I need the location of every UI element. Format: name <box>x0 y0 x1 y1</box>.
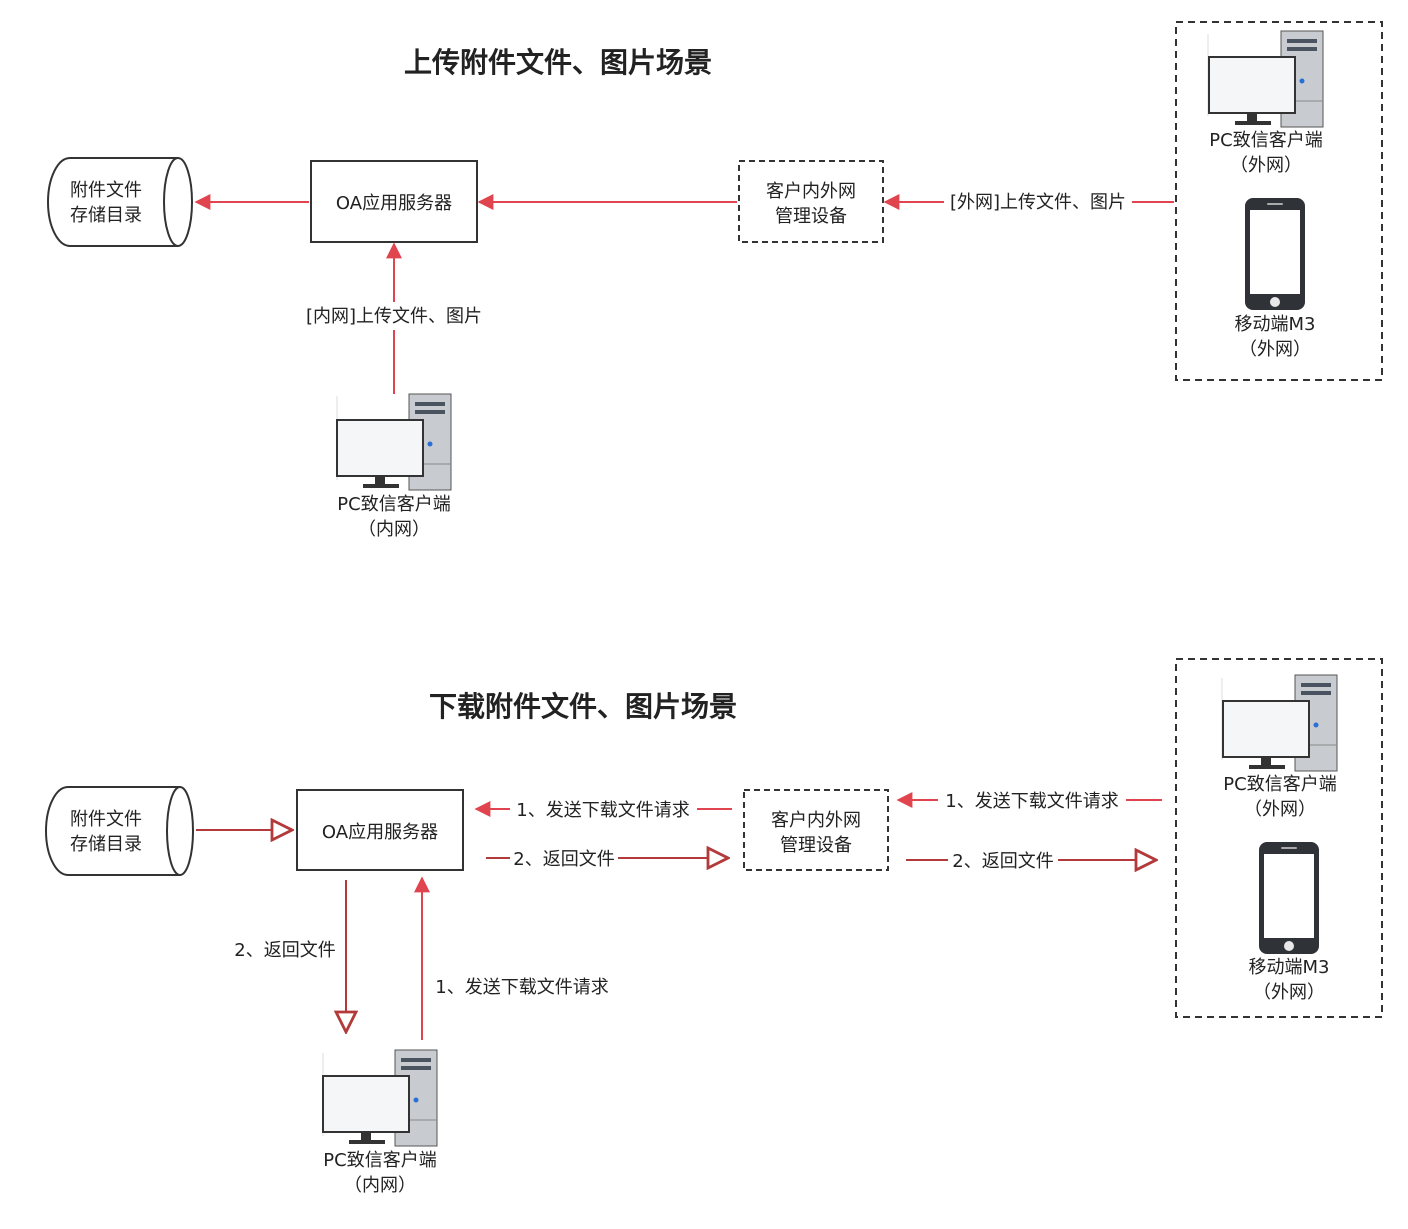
download-edge-return-label-2: 2、返回文件 <box>952 851 1053 872</box>
download-pc-external-icon <box>1222 674 1338 772</box>
download-oa-server: OA应用服务器 <box>296 789 464 871</box>
download-mobile-label-2: （外网） <box>1253 982 1325 1003</box>
upload-pc-internal-label-1: PC致信客户端 <box>337 494 450 515</box>
download-pc-internal-label-2: （内网） <box>344 1175 416 1196</box>
download-mobile-label-1: 移动端M3 <box>1249 957 1330 978</box>
upload-external-clients-group: PC致信客户端 （外网） 移动端M3 （外网） <box>1175 21 1383 381</box>
download-pc-internal-label-1: PC致信客户端 <box>323 1150 436 1171</box>
download-edge-request-label-2: 1、发送下载文件请求 <box>945 791 1118 812</box>
download-storage-cylinder: 附件文件 存储目录 <box>45 786 194 876</box>
upload-pc-external-label-1: PC致信客户端 <box>1209 130 1322 151</box>
download-edge-request-label-1: 1、发送下载文件请求 <box>516 800 689 821</box>
download-pc-internal: PC致信客户端 （内网） <box>322 1049 438 1196</box>
upload-oa-server: OA应用服务器 <box>310 160 478 243</box>
upload-edge-internal-label: [内网]上传文件、图片 <box>306 306 482 327</box>
download-edge-return-label-3: 2、返回文件 <box>234 940 335 961</box>
download-mobile-icon <box>1259 842 1319 954</box>
download-gateway-label-2: 管理设备 <box>780 835 852 856</box>
upload-gateway-label-1: 客户内外网 <box>766 181 856 202</box>
upload-storage-label-1: 附件文件 <box>70 180 142 201</box>
upload-mobile-label-2: （外网） <box>1239 339 1311 360</box>
upload-pc-external-icon <box>1208 30 1324 128</box>
upload-oa-server-label: OA应用服务器 <box>336 193 452 214</box>
upload-pc-internal-label-2: （内网） <box>358 519 430 540</box>
upload-storage-cylinder: 附件文件 存储目录 <box>47 157 193 247</box>
download-edge-return-label-1: 2、返回文件 <box>513 849 614 870</box>
upload-mobile-icon <box>1245 198 1305 310</box>
upload-edge-external-label: [外网]上传文件、图片 <box>950 192 1126 213</box>
download-edge-request-label-3: 1、发送下载文件请求 <box>435 977 608 998</box>
download-pc-external-label-1: PC致信客户端 <box>1223 774 1336 795</box>
upload-pc-internal: PC致信客户端 （内网） <box>336 393 452 540</box>
download-storage-label-1: 附件文件 <box>70 809 142 830</box>
download-gateway-label-1: 客户内外网 <box>771 810 861 831</box>
download-pc-internal-icon <box>322 1049 438 1147</box>
upload-storage-label-2: 存储目录 <box>70 205 142 226</box>
upload-title: 上传附件文件、图片场景 <box>404 46 712 79</box>
download-title: 下载附件文件、图片场景 <box>429 690 737 723</box>
download-oa-server-label: OA应用服务器 <box>322 822 438 843</box>
download-pc-external-label-2: （外网） <box>1244 799 1316 820</box>
upload-mobile-label-1: 移动端M3 <box>1235 314 1316 335</box>
upload-pc-internal-icon <box>336 393 452 491</box>
upload-pc-external-label-2: （外网） <box>1230 155 1302 176</box>
download-external-clients-group: PC致信客户端 （外网） 移动端M3 （外网） <box>1175 658 1383 1018</box>
download-storage-label-2: 存储目录 <box>70 834 142 855</box>
upload-gateway: 客户内外网 管理设备 <box>738 160 884 243</box>
upload-gateway-label-2: 管理设备 <box>775 206 847 227</box>
download-gateway: 客户内外网 管理设备 <box>743 789 889 871</box>
